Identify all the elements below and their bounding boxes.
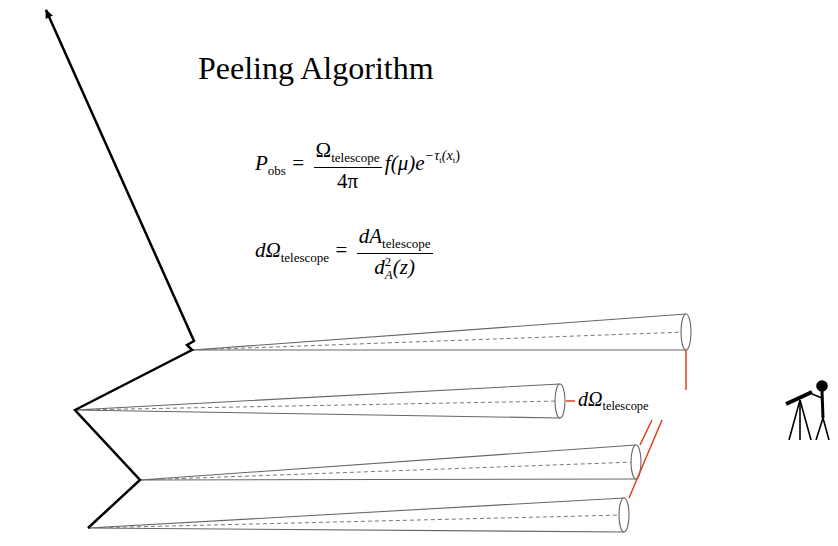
telescope-cone <box>75 384 565 418</box>
math-symbol: dΩ <box>255 238 281 262</box>
leader-lines <box>566 350 686 498</box>
cone-axis <box>75 401 560 410</box>
math-symbol: telescope <box>331 151 379 166</box>
math-symbol: P <box>255 151 268 175</box>
cone-axis <box>88 515 624 528</box>
numerator: dAtelescope <box>357 224 433 253</box>
math-symbol: = <box>329 238 353 262</box>
callout: dΩtelescope <box>578 388 649 414</box>
telescope-cone <box>140 445 641 480</box>
cone-side <box>140 445 636 480</box>
math-symbol: telescope <box>602 399 648 413</box>
observer-icon <box>786 381 829 440</box>
math-symbol: telescope <box>281 251 329 266</box>
math-symbol: telescope <box>382 237 430 252</box>
leader-line <box>685 350 687 390</box>
math-symbol: (z) <box>393 255 415 279</box>
math-symbol: 4π <box>337 169 358 193</box>
math-symbol: t <box>453 155 455 165</box>
cone-axis <box>192 332 686 350</box>
telescope-cone <box>88 498 629 532</box>
math-symbol: dA <box>359 224 382 248</box>
math-symbol: A <box>385 268 393 281</box>
cone-side <box>192 314 686 350</box>
leader-line <box>629 420 662 498</box>
math-symbol: d <box>374 255 385 279</box>
cone-aperture <box>619 498 629 532</box>
cone-axis <box>140 462 636 480</box>
cone-side <box>75 384 560 418</box>
math-symbol: dΩ <box>578 388 602 411</box>
math-symbol: (x <box>442 147 453 163</box>
math-symbol: −τ <box>425 147 440 163</box>
math-symbol: Ω <box>316 138 332 162</box>
numerator: Ωtelescope <box>314 138 382 167</box>
title-block: Peeling Algorithm <box>198 50 434 87</box>
equation: dΩtelescope=dAtelescoped2A(z) <box>255 224 436 281</box>
index-stack: 2A <box>385 255 393 281</box>
fraction: dAtelescoped2A(z) <box>357 224 433 281</box>
denominator: 4π <box>314 167 382 193</box>
math-symbol: t <box>439 155 441 165</box>
math-symbol: obs <box>268 164 286 179</box>
cone-side <box>88 498 624 532</box>
diagram-title: Peeling Algorithm <box>198 50 434 87</box>
cone-aperture <box>681 314 691 350</box>
leader-line <box>566 400 575 402</box>
math-symbol: = <box>286 151 310 175</box>
math-symbol: f(μ)e <box>385 151 425 175</box>
math-symbol: ) <box>455 147 460 163</box>
telescope-cone <box>192 314 691 350</box>
photon-path <box>46 10 194 528</box>
denominator: d2A(z) <box>357 253 433 281</box>
equation: Pobs=Ωtelescope4πf(μ)e−τt(xt) <box>255 138 460 193</box>
exponent: −τt(xt) <box>425 147 461 165</box>
leader-line <box>640 420 652 445</box>
math-symbol: 2 <box>385 255 393 268</box>
cone-aperture <box>555 384 565 418</box>
telescope-cones <box>75 314 691 532</box>
fraction: Ωtelescope4π <box>314 138 382 193</box>
